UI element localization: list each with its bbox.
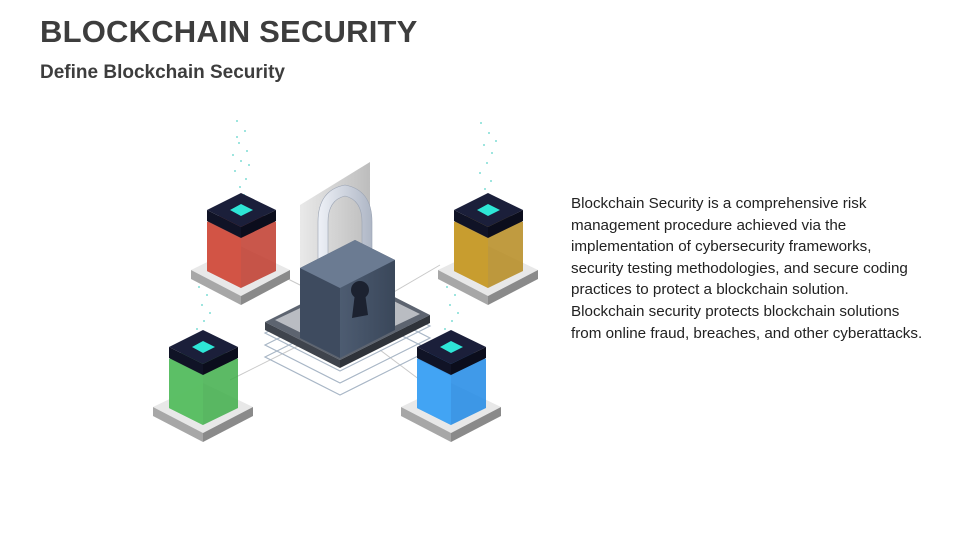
data-stream-icon [479, 122, 497, 198]
node-blue [401, 286, 501, 442]
data-stream-icon [444, 286, 459, 330]
node-green [153, 286, 253, 442]
data-stream-icon [196, 286, 211, 330]
node-gold [438, 122, 538, 305]
description-text: Blockchain Security is a comprehensive r… [571, 195, 923, 342]
blockchain-security-illustration [153, 120, 538, 442]
padlock-icon [300, 184, 395, 358]
slide-subtitle: Define Blockchain Security [40, 62, 285, 83]
slide-title: BLOCKCHAIN SECURITY [40, 14, 418, 49]
node-red [191, 120, 290, 305]
data-stream-icon [232, 120, 250, 196]
